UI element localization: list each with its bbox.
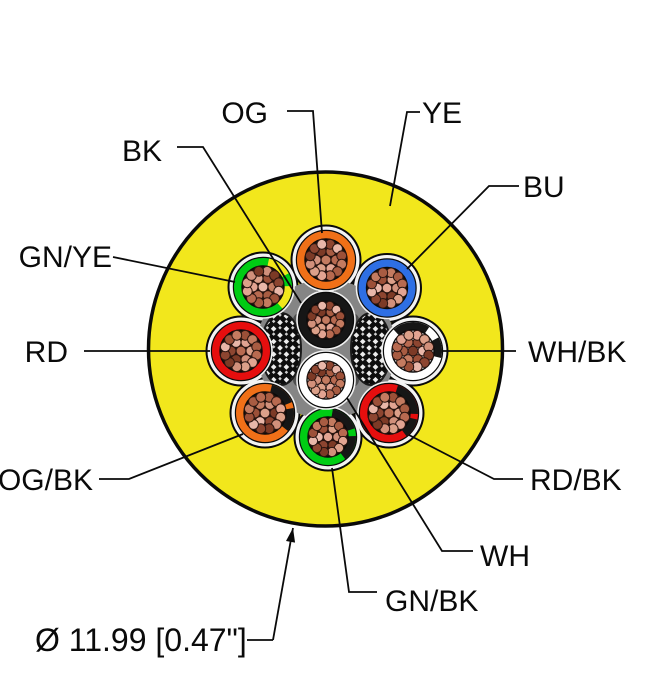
conductor-rd bbox=[209, 319, 273, 383]
label-bk: BK bbox=[122, 135, 162, 168]
label-diameter: Ø 11.99 [0.47"] bbox=[35, 622, 247, 658]
conductor-bk bbox=[296, 290, 356, 350]
leader-og-bk bbox=[99, 433, 244, 480]
label-og: OG bbox=[221, 97, 268, 130]
leader-gn-ye bbox=[112, 256, 236, 283]
conductor-bu bbox=[355, 256, 419, 320]
label-og-bk: OG/BK bbox=[0, 464, 93, 497]
leader-bu bbox=[406, 185, 519, 270]
label-gn-ye: GN/YE bbox=[19, 241, 112, 274]
leader-wh bbox=[346, 397, 473, 552]
label-wh-bk: WH/BK bbox=[528, 336, 626, 369]
conductor-og-bk bbox=[233, 381, 297, 445]
leader-og bbox=[287, 110, 323, 234]
conductor-wh-bk bbox=[381, 319, 445, 383]
leader-lines bbox=[84, 110, 523, 641]
label-rd-bk: RD/BK bbox=[530, 464, 622, 497]
conductor-rd-bk bbox=[357, 381, 421, 445]
leader-diameter-shaft bbox=[272, 527, 294, 641]
conductor-wh bbox=[296, 350, 356, 410]
conductor-gn-ye bbox=[231, 255, 295, 319]
label-gn-bk: GN/BK bbox=[385, 585, 478, 618]
leader-ye bbox=[389, 111, 420, 207]
leader-bk bbox=[177, 146, 302, 304]
leader-rd-bk bbox=[408, 434, 523, 480]
label-rd: RD bbox=[25, 336, 68, 369]
label-bu: BU bbox=[523, 171, 565, 204]
label-ye: YE bbox=[422, 97, 462, 130]
diameter-arrowhead bbox=[286, 528, 296, 543]
conductor-gn-bk bbox=[297, 406, 359, 468]
filler-right bbox=[350, 312, 392, 386]
leader-gn-bk bbox=[331, 467, 377, 593]
label-wh: WH bbox=[480, 540, 530, 573]
filler-left bbox=[260, 312, 302, 386]
conductor-og bbox=[294, 228, 358, 292]
